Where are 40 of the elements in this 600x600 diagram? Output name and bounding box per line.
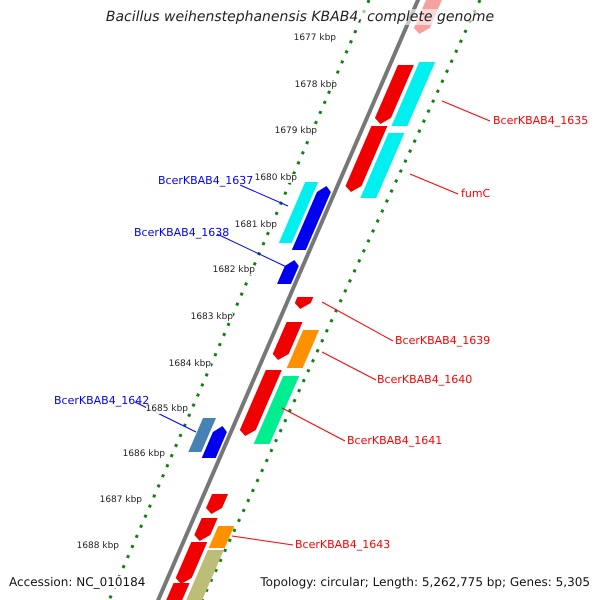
gene-label: BcerKBAB4_1640: [377, 374, 472, 385]
footer-text: Accession: NC_010184: [9, 576, 146, 588]
gene-label: fumC: [461, 188, 490, 199]
leader-line: [410, 174, 458, 194]
gene-label: BcerKBAB4_1637: [158, 175, 254, 186]
gene-label: BcerKBAB4_1639: [395, 335, 490, 346]
gene-segment: [208, 526, 234, 548]
leader-line: [240, 184, 288, 206]
gene-segment: [286, 330, 320, 368]
leader-line: [232, 536, 294, 546]
leader-line: [216, 234, 294, 270]
gene-segment: [188, 418, 216, 452]
gene-label: BcerKBAB4_1638: [134, 227, 230, 238]
gene-label: BcerKBAB4_1635: [493, 115, 588, 126]
gene-segment: [254, 376, 300, 444]
footer-text: Topology: circular; Length: 5,262,775 bp; Genes: 5,305: [260, 576, 590, 588]
scale-label: 1686 kbp: [122, 450, 165, 459]
scale-label: 1682 kbp: [212, 266, 255, 275]
gene-segment: [278, 182, 318, 243]
scale-label: 1679 kbp: [274, 127, 317, 136]
scale-label: 1678 kbp: [294, 81, 337, 90]
leader-line: [322, 352, 376, 380]
scale-label: 1685 kbp: [146, 405, 188, 414]
title: Bacillus weihenstephanensis KBAB4, complete genome: [106, 9, 494, 25]
scale-label: 1684 kbp: [168, 360, 211, 369]
gene-label: BcerKBAB4_1643: [295, 539, 390, 550]
leader-line: [322, 302, 394, 342]
scale-label: 1687 kbp: [100, 496, 142, 505]
gene-segment: [391, 62, 436, 126]
gene-segment: [294, 297, 314, 309]
gene-label: BcerKBAB4_1642: [54, 395, 150, 406]
leader-line: [282, 408, 346, 442]
leader-line: [442, 100, 490, 122]
scale-label: 1683 kbp: [190, 313, 233, 322]
gene-segment: [277, 260, 299, 284]
scale-label: 1688 kbp: [76, 542, 119, 551]
scale-label: 1677 kbp: [294, 34, 336, 43]
gene-segment: [360, 133, 404, 198]
scale-label: 1680 kbp: [254, 174, 297, 183]
gene-label: BcerKBAB4_1641: [347, 435, 442, 446]
